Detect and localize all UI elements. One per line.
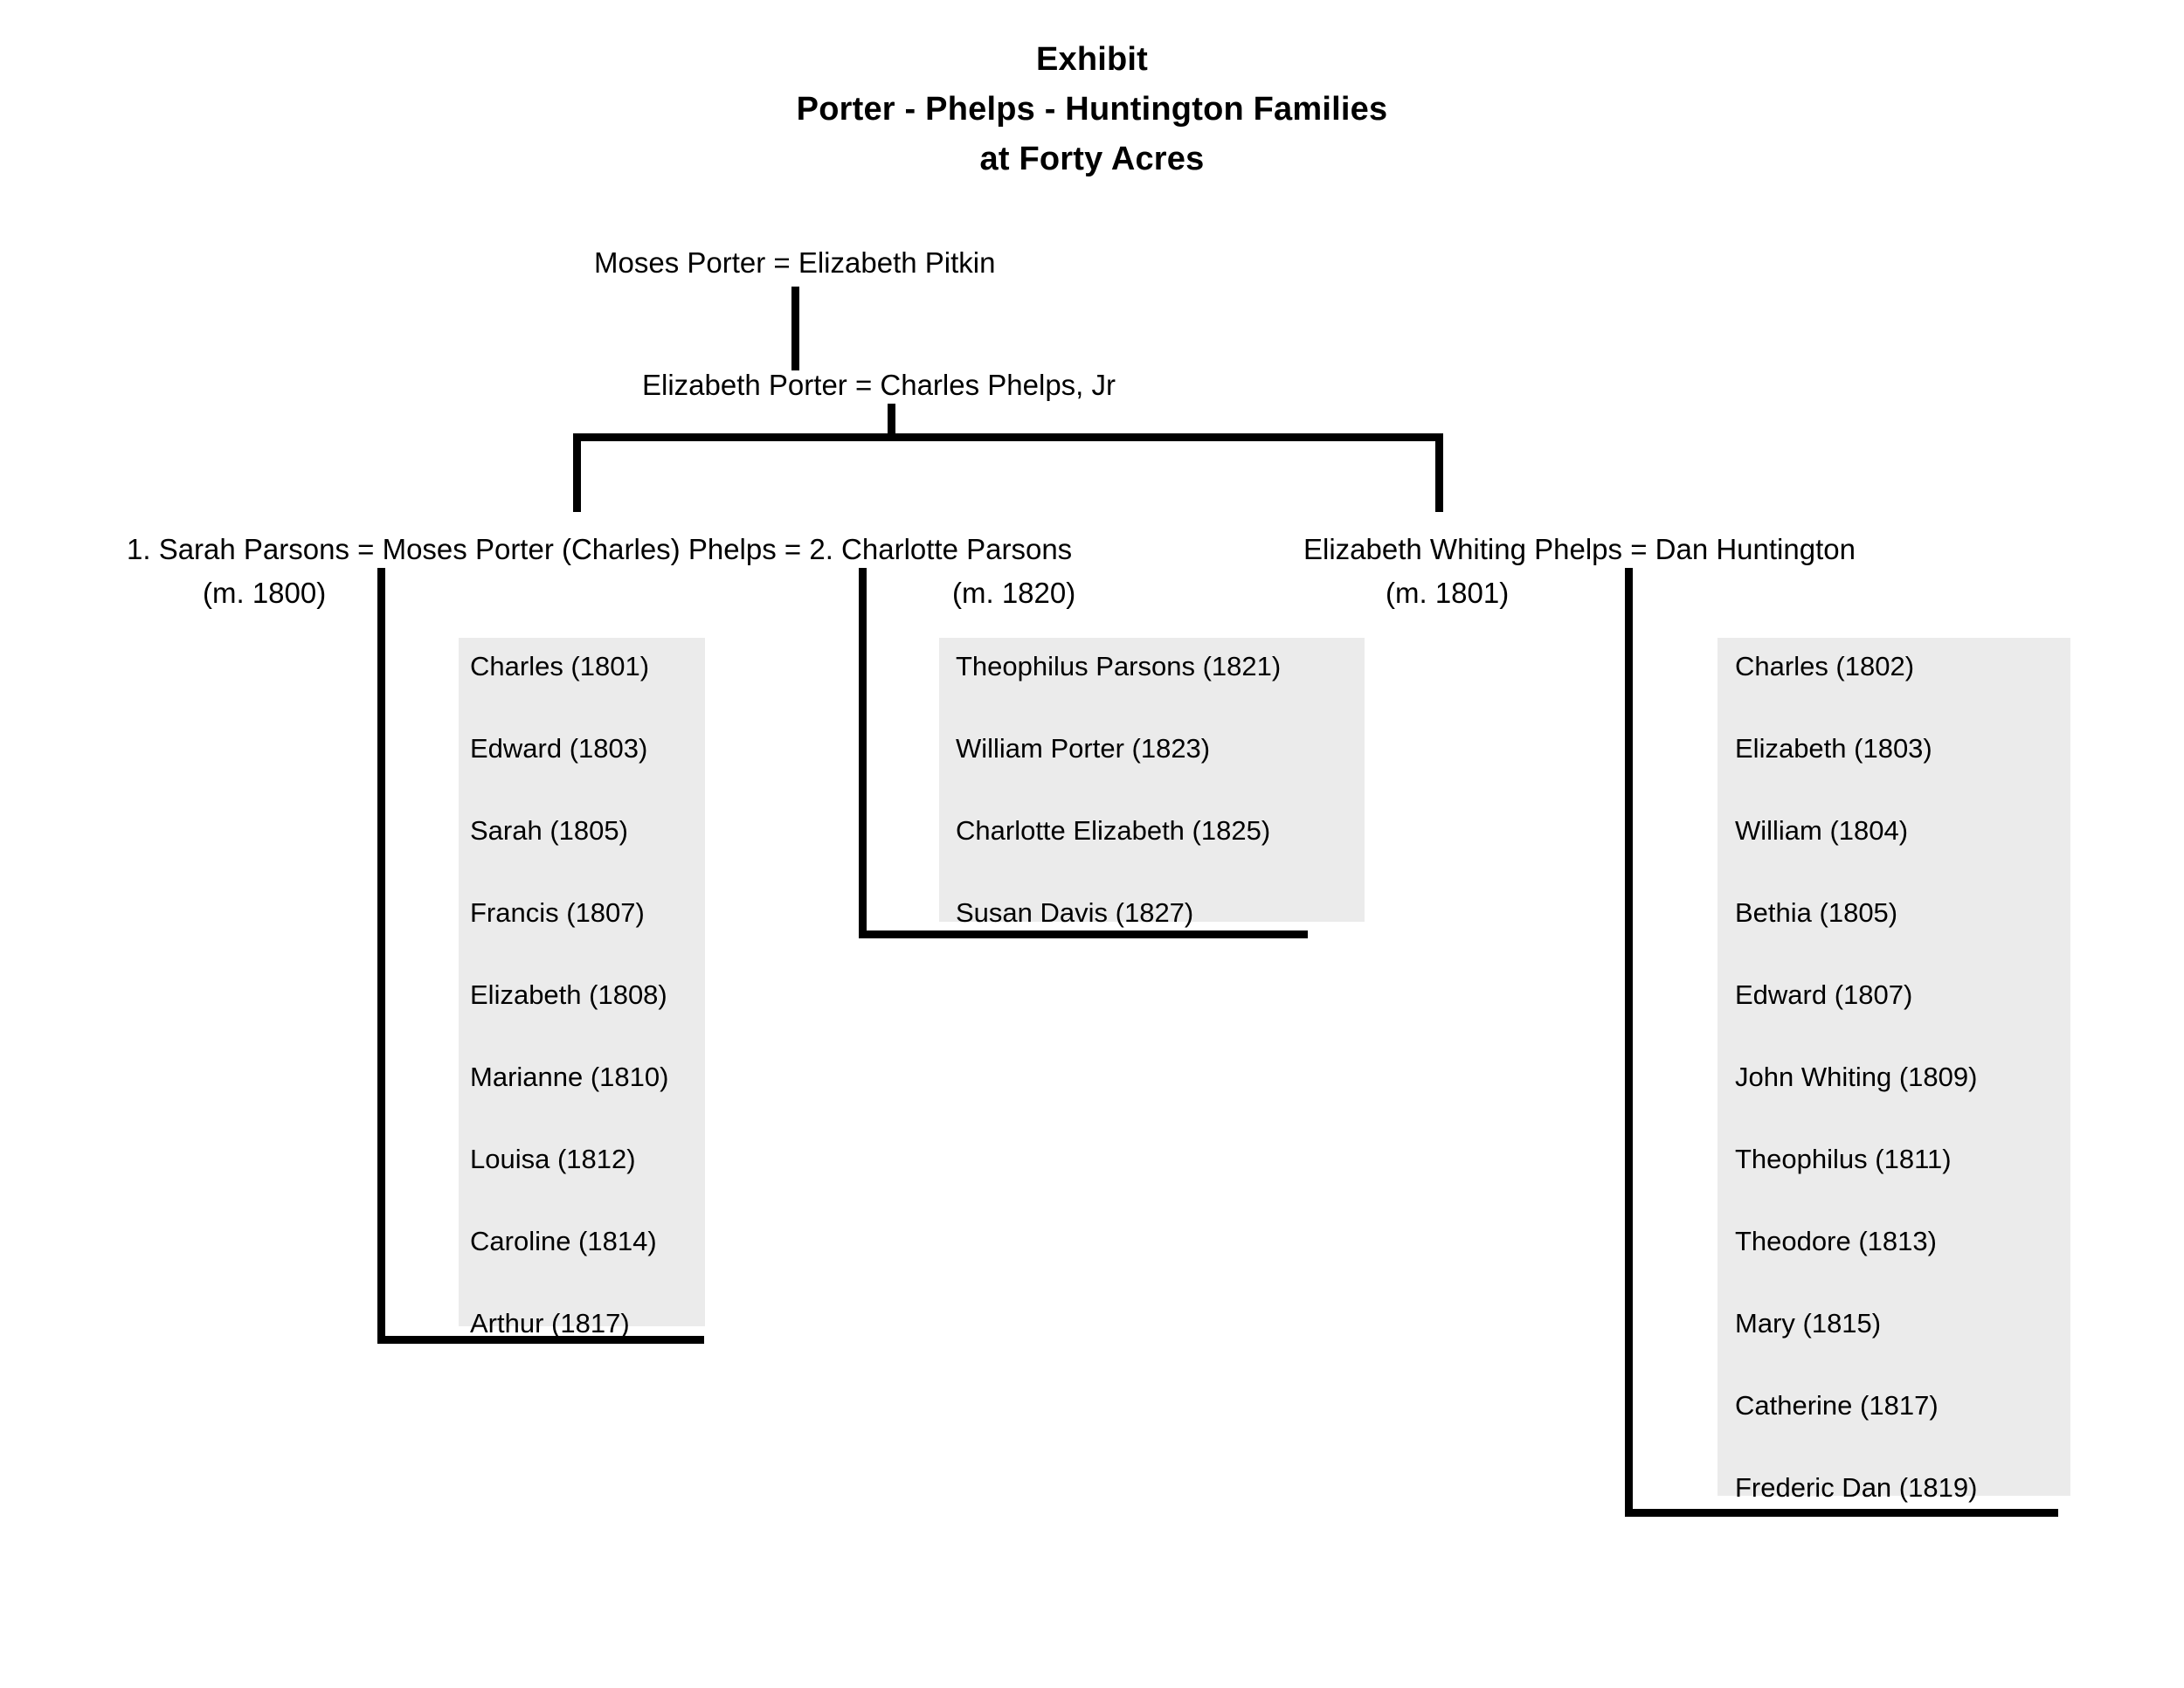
- family-2-shade: [939, 638, 1365, 922]
- list-item: Theophilus Parsons (1821): [956, 651, 1282, 681]
- node-huntington-union: Elizabeth Whiting Phelps = Dan Huntingto…: [1303, 531, 1856, 568]
- list-item: Francis (1807): [470, 897, 645, 928]
- bracket-3-horizontal: [1625, 1509, 2058, 1517]
- node-moses-porter-elizabeth-pitkin: Moses Porter = Elizabeth Pitkin: [594, 246, 996, 279]
- phelps-union-label: 1. Sarah Parsons = Moses Porter (Charles…: [127, 533, 1073, 565]
- family-1-shade: [459, 638, 705, 1326]
- title-line-2: Porter - Phelps - Huntington Families: [796, 91, 1388, 128]
- phelps-second-marriage-note: (m. 1820): [952, 577, 1076, 609]
- bracket-2-vertical: [859, 568, 867, 938]
- list-item: Arthur (1817): [470, 1308, 630, 1339]
- list-item: Bethia (1805): [1735, 897, 1898, 928]
- list-item: Theodore (1813): [1735, 1226, 1937, 1256]
- phelps-first-marriage-note: (m. 1800): [203, 577, 327, 609]
- title-line-3: at Forty Acres: [979, 141, 1205, 177]
- list-item: Theophilus (1811): [1735, 1144, 1952, 1174]
- list-item: Mary (1815): [1735, 1308, 1882, 1339]
- bracket-1-vertical: [377, 568, 385, 1344]
- sibling-drop-right: [1435, 433, 1443, 512]
- title-line-1: Exhibit: [1035, 41, 1149, 78]
- huntington-marriage-note: (m. 1801): [1386, 577, 1510, 609]
- family-2-children: Theophilus Parsons (1821) William Porter…: [956, 648, 1375, 937]
- list-item: Edward (1803): [470, 733, 648, 764]
- list-item: John Whiting (1809): [1735, 1062, 1978, 1092]
- list-item: Edward (1807): [1735, 979, 1913, 1010]
- connector-gen1-to-gen2: [791, 287, 799, 370]
- list-item: Caroline (1814): [470, 1226, 657, 1256]
- node-elizabeth-porter-charles-phelps-jr: Elizabeth Porter = Charles Phelps, Jr: [642, 369, 1116, 401]
- sibling-bar-gen3: [573, 433, 1443, 441]
- list-item: William Porter (1823): [956, 733, 1211, 764]
- list-item: Elizabeth (1808): [470, 979, 667, 1010]
- sibling-drop-left: [573, 433, 581, 512]
- family-3-shade: [1717, 638, 2070, 1496]
- node-phelps-union: 1. Sarah Parsons = Moses Porter (Charles…: [127, 531, 1072, 568]
- family-1-children: Charles (1801) Edward (1803) Sarah (1805…: [470, 648, 715, 1339]
- list-item: William (1804): [1735, 815, 1909, 846]
- list-item: Susan Davis (1827): [956, 897, 1194, 928]
- family-3-children: Charles (1802) Elizabeth (1803) William …: [1735, 648, 2084, 1509]
- list-item: Catherine (1817): [1735, 1390, 1939, 1421]
- list-item: Charles (1802): [1735, 651, 1915, 681]
- list-item: Charles (1801): [470, 651, 650, 681]
- bracket-2-horizontal: [859, 930, 1308, 938]
- huntington-union-label: Elizabeth Whiting Phelps = Dan Huntingto…: [1303, 533, 1856, 565]
- list-item: Frederic Dan (1819): [1735, 1472, 1978, 1503]
- bracket-3-vertical: [1625, 568, 1633, 1517]
- list-item: Elizabeth (1803): [1735, 733, 1932, 764]
- list-item: Charlotte Elizabeth (1825): [956, 815, 1271, 846]
- page-title: Exhibit Porter - Phelps - Huntington Fam…: [0, 35, 2184, 184]
- connector-gen2-stem: [888, 404, 895, 433]
- list-item: Louisa (1812): [470, 1144, 636, 1174]
- bracket-1-horizontal: [377, 1336, 704, 1344]
- list-item: Sarah (1805): [470, 815, 628, 846]
- list-item: Marianne (1810): [470, 1062, 669, 1092]
